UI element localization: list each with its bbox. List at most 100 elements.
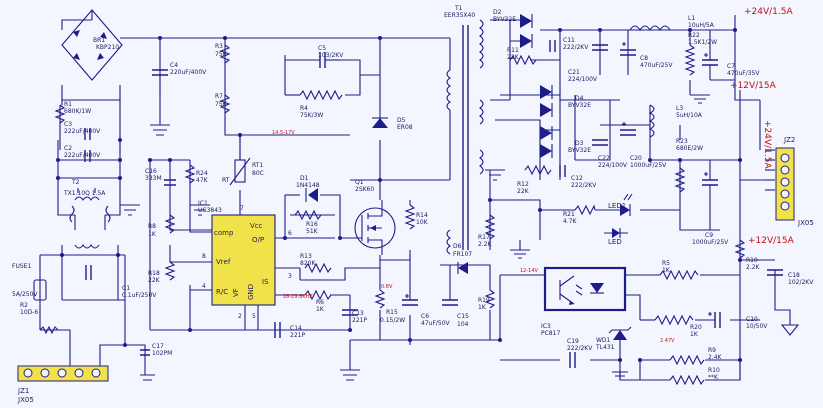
mosfet-q1: Q1 2SK60	[340, 179, 396, 255]
svg-text:C13: C13	[352, 310, 364, 317]
svg-text:1000uF/25V: 1000uF/25V	[692, 239, 729, 246]
svg-text:7: 7	[240, 205, 244, 212]
svg-text:**K: **K	[708, 374, 719, 381]
svg-text:222/2KV: 222/2KV	[567, 345, 593, 352]
varistor-r2: R2 10D-6	[20, 302, 59, 335]
svg-text:C22: C22	[598, 155, 610, 162]
svg-text:C1: C1	[122, 285, 130, 292]
svg-text:R2: R2	[20, 302, 28, 309]
svg-text:C2: C2	[64, 145, 72, 152]
svg-text:R20: R20	[690, 324, 702, 331]
svg-text:O/P: O/P	[252, 236, 264, 244]
svg-text:IC3: IC3	[541, 323, 551, 330]
svg-text:222/2KV: 222/2KV	[563, 44, 589, 51]
svg-text:BYV32E: BYV32E	[493, 16, 516, 23]
capacitor-c7: C7 470uF/35V	[702, 30, 760, 80]
svg-text:2.47V: 2.47V	[660, 338, 675, 344]
svg-text:1N4148: 1N4148	[296, 182, 320, 189]
svg-text:222uF/400V: 222uF/400V	[64, 128, 101, 135]
svg-text:C10: C10	[746, 316, 758, 323]
resistor-r18: R18 22K	[148, 261, 176, 284]
capacitor-c13: C13 221P	[340, 309, 367, 381]
svg-text:T1: T1	[454, 5, 463, 12]
capacitor-c5: C5 103/2KV	[318, 45, 344, 68]
regulator-wd1: WD1 TL431	[595, 326, 632, 380]
resistor-r21: R21 4.7K	[563, 204, 596, 225]
resistor-r24: R24 47K	[184, 164, 209, 184]
svg-text:C4: C4	[170, 62, 178, 69]
capacitor-c6: C6 47uF/50V	[402, 294, 451, 327]
svg-text:TL431: TL431	[595, 344, 615, 351]
svg-text:680E/2W: 680E/2W	[676, 145, 703, 152]
svg-text:VF: VF	[232, 288, 240, 297]
svg-text:C18: C18	[788, 272, 800, 279]
svg-text:FR107: FR107	[453, 251, 472, 258]
svg-text:R14: R14	[416, 212, 428, 219]
diode-d5: D5 ER08	[372, 117, 413, 131]
connector-jz1: JZ1 JX05	[17, 355, 109, 404]
svg-text:IS: IS	[262, 278, 269, 286]
capacitor-c17: C17 102PM	[140, 343, 172, 381]
diode-d3: D3 BYV32E	[540, 126, 591, 158]
svg-text:1K: 1K	[690, 331, 699, 338]
svg-text:R12: R12	[517, 181, 529, 188]
svg-text:Vcc: Vcc	[250, 222, 263, 230]
ground-led	[510, 249, 530, 259]
svg-text:51K: 51K	[306, 228, 319, 235]
svg-text:R7: R7	[215, 93, 223, 100]
resistor-r22: R22 1.5K1/2W	[684, 32, 717, 76]
optocoupler-ic3: IC3 PC817	[541, 266, 627, 337]
svg-text:D4: D4	[575, 95, 584, 102]
svg-text:C11: C11	[563, 37, 575, 44]
svg-text:22K: 22K	[517, 188, 530, 195]
svg-text:R13: R13	[300, 253, 312, 260]
svg-text:C19: C19	[567, 338, 579, 345]
capacitor-c12: C12 222/2KV	[559, 165, 597, 189]
svg-text:R5: R5	[662, 260, 670, 267]
output-labels: +24V/1.5A +12V/15A +12V/15A +24V/1.5A	[730, 7, 795, 246]
svg-text:47uF/50V: 47uF/50V	[421, 320, 451, 327]
svg-text:5uH/10A: 5uH/10A	[676, 112, 703, 119]
svg-text:R6: R6	[316, 299, 324, 306]
svg-text:R24: R24	[196, 170, 208, 177]
svg-text:222/2KV: 222/2KV	[571, 182, 597, 189]
svg-text:102PM: 102PM	[152, 350, 172, 357]
svg-text:R22: R22	[688, 32, 700, 39]
svg-text:4: 4	[202, 283, 206, 290]
svg-text:R19: R19	[478, 297, 490, 304]
svg-text:C3: C3	[64, 121, 72, 128]
resistor-r10-divider: R10 **K	[669, 367, 720, 386]
svg-text:0.15/2W: 0.15/2W	[380, 317, 405, 324]
svg-text:T2: T2	[71, 179, 80, 186]
svg-text:L3: L3	[676, 105, 683, 112]
svg-text:R10: R10	[708, 367, 720, 374]
br1-value: KBP210	[96, 44, 119, 51]
svg-text:221P: 221P	[352, 317, 367, 324]
svg-text:680K/1W: 680K/1W	[64, 108, 91, 115]
svg-text:IC1: IC1	[198, 200, 208, 207]
svg-text:222uF/400V: 222uF/400V	[64, 152, 101, 159]
svg-text:D3: D3	[575, 140, 584, 147]
svg-text:D5: D5	[397, 117, 406, 124]
svg-text:1000uF/25V: 1000uF/25V	[630, 162, 667, 169]
svg-text:LED: LED	[608, 238, 622, 246]
svg-text:TX1.10Q 1.5A: TX1.10Q 1.5A	[63, 190, 106, 197]
svg-text:R11: R11	[507, 47, 519, 54]
ic1-uc3843: comp Vcc O/P Vref R/C IS VF GND 7 6 8 3 …	[198, 200, 292, 330]
svg-text:2.2K: 2.2K	[746, 264, 761, 271]
svg-text:D6: D6	[453, 243, 462, 250]
svg-text:75K/3W: 75K/3W	[300, 112, 323, 119]
resistor-r16: R16 51K	[294, 209, 322, 235]
ground-output	[690, 94, 710, 104]
svg-text:BYV32E: BYV32E	[568, 102, 591, 109]
transformer-t1: T1 EER35X40	[444, 5, 484, 255]
svg-text:333M: 333M	[145, 175, 162, 182]
diode-d1: D1 1N4148	[296, 175, 320, 202]
svg-text:1K: 1K	[316, 306, 325, 313]
svg-text:R16: R16	[306, 221, 318, 228]
svg-text:8: 8	[202, 253, 206, 260]
inductor-l1: L1 10uH/5A	[629, 15, 715, 32]
connector-jz2: JZ2 JX05	[775, 136, 814, 227]
svg-text:104: 104	[457, 321, 469, 328]
